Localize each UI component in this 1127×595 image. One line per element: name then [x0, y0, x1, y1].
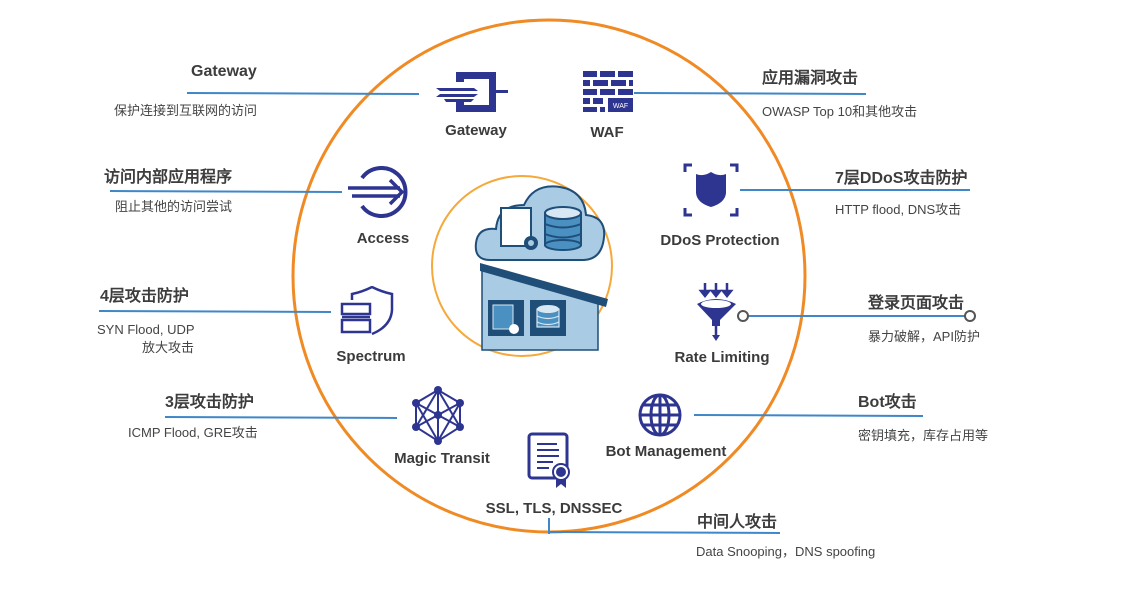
service-label-spectrum: Spectrum [336, 348, 406, 365]
threat-title-gateway: Gateway [191, 63, 257, 80]
service-label-bot-management: Bot Management [605, 443, 727, 460]
threat-desc-ddos: HTTP flood, DNS攻击 [835, 202, 962, 217]
inner-ring [431, 175, 613, 357]
threat-desc-ssl: Data Snooping，DNS spoofing [696, 544, 876, 559]
threat-title-spectrum: 4层攻击防护 [100, 288, 189, 305]
shield-icon [683, 163, 739, 217]
connector-waf [633, 92, 867, 95]
cloud-database-icon [544, 206, 582, 251]
funnel-icon [697, 283, 736, 341]
arrow-in-circle-icon [348, 166, 408, 218]
threat-title-ssl: 中间人攻击 [697, 514, 778, 531]
threat-desc-bot-management: 密钥填充，库存占用等 [858, 428, 989, 443]
threat-desc-gateway: 保护连接到互联网的访问 [114, 103, 258, 118]
cloud-datacenter-illustration [474, 185, 608, 351]
waf-badge: WAF [613, 103, 628, 110]
service-label-ssl: SSL, TLS, DNSSEC [485, 500, 623, 517]
threat-desc-waf: OWASP Top 10和其他攻击 [762, 104, 918, 119]
threat-title-rate-limiting: 登录页面攻击 [868, 295, 965, 312]
threat-desc-spectrum-line1: SYN Flood, UDP [97, 322, 195, 337]
gateway-icon [436, 72, 508, 112]
globe-icon [638, 393, 682, 437]
threat-desc-spectrum-line2: 放大攻击 [142, 340, 195, 355]
connector-ssl [548, 531, 781, 534]
connector-gateway [186, 92, 420, 95]
threat-title-ddos: 7层DDoS攻击防护 [835, 170, 968, 187]
certificate-icon [527, 432, 570, 488]
service-label-rate-limiting: Rate Limiting [674, 349, 770, 366]
threat-title-waf: 应用漏洞攻击 [762, 70, 859, 87]
service-label-waf: WAF [590, 124, 624, 141]
threat-desc-magic-transit: ICMP Flood, GRE攻击 [128, 425, 258, 440]
service-label-access: Access [356, 230, 410, 247]
cloud-shape [474, 185, 606, 261]
network-mesh-icon [412, 386, 464, 445]
brick-wall-icon: WAF [583, 71, 633, 112]
connector-bot-management [693, 414, 924, 417]
threat-desc-rate-limiting: 暴力破解，API防护 [868, 329, 980, 344]
building-gear-icon [509, 324, 519, 334]
cloud-gear-hole [528, 240, 534, 246]
connector-node-right [964, 310, 976, 322]
building-roof [480, 263, 608, 307]
connector-node-left [737, 310, 749, 322]
threat-desc-access: 阻止其他的访问尝试 [115, 199, 233, 214]
building-app-icon [492, 304, 514, 330]
service-label-magic-transit: Magic Transit [394, 450, 490, 467]
threat-title-bot-management: Bot攻击 [858, 394, 917, 411]
building-database-icon [536, 305, 560, 328]
threat-title-access: 访问内部应用程序 [104, 169, 233, 186]
service-label-gateway: Gateway [445, 122, 507, 139]
connector-spectrum [98, 310, 332, 313]
connector-magic-transit [164, 416, 398, 419]
server-shield-icon [340, 286, 394, 336]
service-label-ddos: DDoS Protection [660, 232, 780, 249]
connector-access [109, 190, 343, 193]
threat-title-magic-transit: 3层攻击防护 [165, 394, 254, 411]
